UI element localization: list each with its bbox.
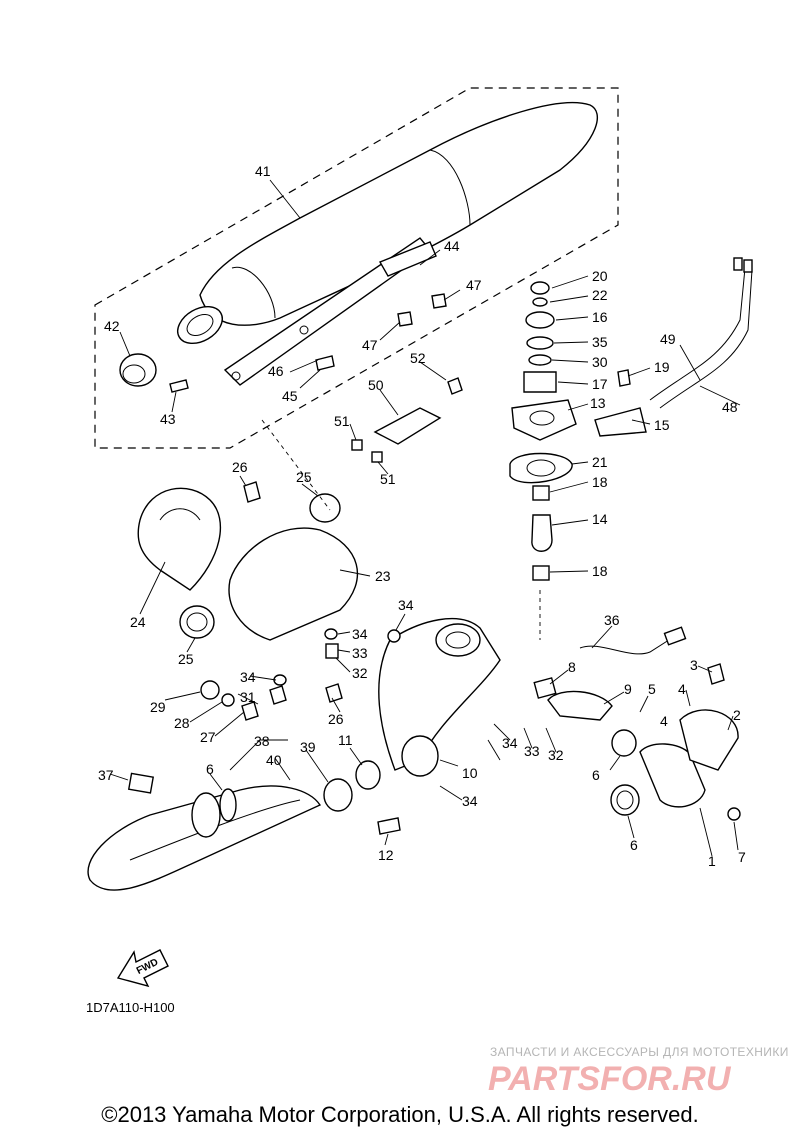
- muffler-group-boundary: [94, 87, 619, 449]
- copyright-notice: ©2013 Yamaha Motor Corporation, U.S.A. A…: [101, 1102, 699, 1127]
- callout-18: 18: [592, 563, 608, 579]
- callout-1: 1: [708, 853, 716, 869]
- callout-10: 10: [462, 765, 478, 781]
- callout-34: 34: [462, 793, 478, 809]
- callout-34: 34: [352, 626, 368, 642]
- callout-7: 7: [738, 849, 746, 865]
- callout-14: 14: [592, 511, 608, 527]
- watermark-logo: PARTSFOR.RU: [488, 1060, 732, 1098]
- callout-28: 28: [174, 715, 190, 731]
- callout-34: 34: [240, 669, 256, 685]
- callout-43: 43: [160, 411, 176, 427]
- muffler-assembly: [177, 101, 599, 386]
- callout-51: 51: [380, 471, 396, 487]
- callout-47: 47: [362, 337, 378, 353]
- sensor-stack: [509, 257, 753, 581]
- callout-38: 38: [254, 733, 270, 749]
- callout-26: 26: [328, 711, 344, 727]
- heat-shield-parts: [137, 481, 401, 721]
- callout-15: 15: [654, 417, 670, 433]
- callout-23: 23: [375, 568, 391, 584]
- muffler-small-parts: [119, 293, 447, 393]
- callout-29: 29: [150, 699, 166, 715]
- right-side-parts: [533, 626, 741, 821]
- callout-45: 45: [282, 388, 298, 404]
- callout-32: 32: [352, 665, 368, 681]
- callout-32: 32: [548, 747, 564, 763]
- callout-6: 6: [630, 837, 638, 853]
- callout-27: 27: [200, 729, 216, 745]
- callout-25: 25: [296, 469, 312, 485]
- callout-3: 3: [690, 657, 698, 673]
- callout-9: 9: [624, 681, 632, 697]
- callout-16: 16: [592, 309, 608, 325]
- callout-44: 44: [444, 238, 460, 254]
- callout-48: 48: [722, 399, 738, 415]
- callout-labels: 1 2 3 4 4 5 6 6 6 7 8 9 10 11 12 13 14 1…: [98, 163, 746, 869]
- callout-19: 19: [654, 359, 670, 375]
- callout-46: 46: [268, 363, 284, 379]
- diagram-code: 1D7A110-H100: [86, 1000, 175, 1015]
- callout-24: 24: [130, 614, 146, 630]
- callout-35: 35: [592, 334, 608, 350]
- callout-13: 13: [590, 395, 606, 411]
- callout-5: 5: [648, 681, 656, 697]
- callout-22: 22: [592, 287, 608, 303]
- callout-25: 25: [178, 651, 194, 667]
- callout-33: 33: [352, 645, 368, 661]
- callout-20: 20: [592, 268, 608, 284]
- callout-4: 4: [678, 681, 686, 697]
- callout-6: 6: [206, 761, 214, 777]
- leader-lines: [109, 179, 741, 857]
- callout-21: 21: [592, 454, 608, 470]
- callout-40: 40: [266, 752, 282, 768]
- callout-2: 2: [733, 707, 741, 723]
- callout-50: 50: [368, 377, 384, 393]
- fwd-arrow-icon: FWD: [116, 949, 169, 988]
- bracket-group: [351, 377, 463, 463]
- callout-11: 11: [338, 732, 353, 748]
- callout-31: 31: [240, 689, 256, 705]
- callout-49: 49: [660, 331, 676, 347]
- callout-30: 30: [592, 354, 608, 370]
- callout-33: 33: [524, 743, 540, 759]
- callout-8: 8: [568, 659, 576, 675]
- callout-37: 37: [98, 767, 114, 783]
- callout-47: 47: [466, 277, 482, 293]
- callout-6: 6: [592, 767, 600, 783]
- callout-26: 26: [232, 459, 248, 475]
- callout-52: 52: [410, 350, 426, 366]
- callout-51: 51: [334, 413, 350, 429]
- callout-39: 39: [300, 739, 316, 755]
- callout-18: 18: [592, 474, 608, 490]
- watermark: ЗАПЧАСТИ И АКСЕССУАРЫ ДЛЯ МОТОТЕХНИКИ PA…: [488, 1045, 789, 1098]
- callout-34: 34: [502, 735, 518, 751]
- callout-36: 36: [604, 612, 620, 628]
- callout-12: 12: [378, 847, 394, 863]
- callout-4: 4: [660, 713, 668, 729]
- watermark-tagline: ЗАПЧАСТИ И АКСЕССУАРЫ ДЛЯ МОТОТЕХНИКИ: [490, 1045, 789, 1059]
- header-pipes: [87, 617, 501, 891]
- callout-17: 17: [592, 376, 608, 392]
- callout-41: 41: [255, 163, 271, 179]
- callout-34: 34: [398, 597, 414, 613]
- callout-42: 42: [104, 318, 120, 334]
